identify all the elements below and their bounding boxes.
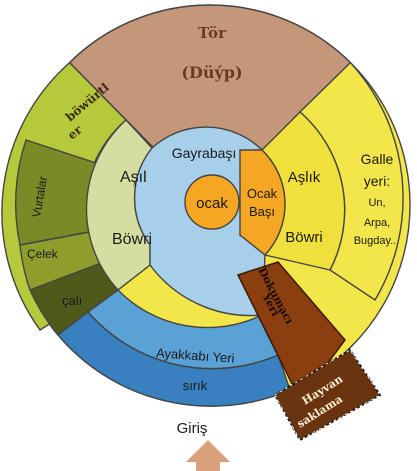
galle-label-4: Arpa,: [364, 217, 390, 229]
bowri-right-label: Böwri: [285, 229, 323, 246]
tor-sector: [68, 4, 352, 206]
galle-label-3: Un,: [368, 197, 385, 209]
ocak-basi-label-1: Ocak: [247, 186, 278, 201]
cali-label: çalı: [62, 293, 82, 308]
galle-label-5: Bugday..: [354, 235, 397, 247]
hayvan-saklama-panel: [273, 348, 382, 442]
dokumaci-panel: [236, 261, 346, 402]
ocak-basi-label-2: Başı: [249, 204, 275, 219]
ocak-circle: [184, 174, 240, 230]
aslik-label: Aşlık: [288, 169, 321, 186]
ocak-label: ocak: [196, 195, 228, 212]
duyp-label: (Düýp): [181, 63, 242, 82]
gayrabasi-label: Gayrabaşı: [172, 145, 237, 161]
galle-label-1: Galle: [361, 151, 394, 167]
celek-label: Çelek: [27, 247, 59, 261]
galle-label-2: yeri:: [364, 173, 390, 189]
sirik-label: sırık: [183, 378, 208, 393]
asil-label: Aşıl: [120, 169, 147, 186]
giris-label: Giriş: [177, 420, 208, 437]
ocak-basi-sector: [239, 149, 286, 256]
entrance-arrow: [186, 440, 230, 471]
tor-label: Tör: [198, 24, 227, 42]
ayakkabi-label: Ayakkabı Yeri: [156, 345, 236, 365]
bowri-left-label: Böwri: [112, 231, 152, 248]
